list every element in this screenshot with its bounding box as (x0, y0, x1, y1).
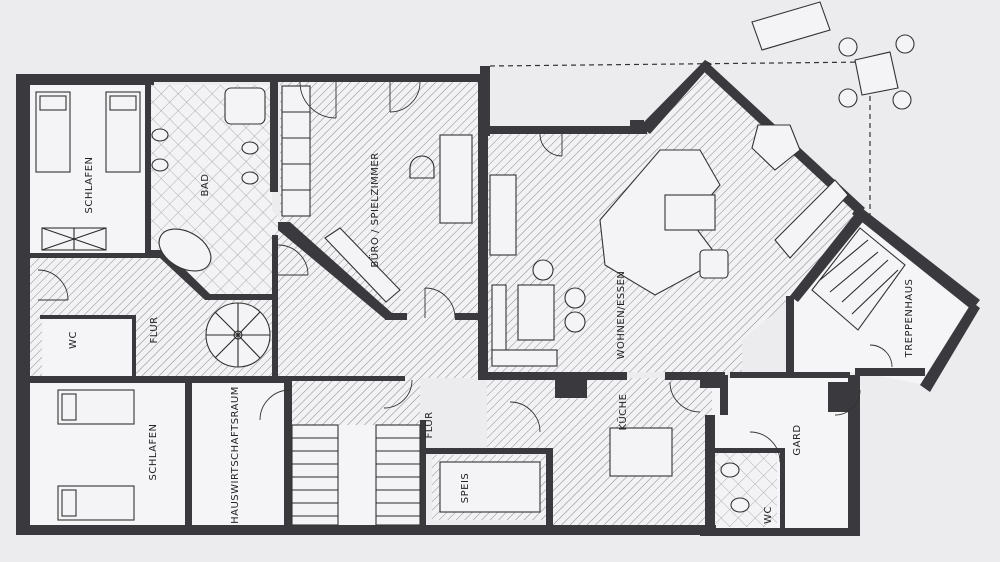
room-labels: SCHLAFEN BAD BÜRO / SPIELZIMMER FLUR WC … (68, 152, 915, 524)
label-flur-center: FLUR (424, 411, 435, 438)
label-bad: BAD (200, 174, 211, 197)
label-speis: SPEIS (460, 473, 471, 504)
label-hauswirtschaftsraum: HAUSWIRTSCHAFTSRAUM (230, 386, 241, 524)
label-flur-left: FLUR (149, 316, 160, 343)
label-wc-right: WC (763, 506, 774, 524)
label-buero: BÜRO / SPIELZIMMER (368, 152, 381, 267)
label-wohnen-essen: WOHNEN/ESSEN (616, 271, 627, 360)
label-schlafen-top: SCHLAFEN (84, 156, 95, 213)
label-gard: GARD (792, 424, 803, 455)
furniture (35, 1, 915, 526)
door-swings (37, 81, 893, 463)
label-schlafen-bottom: SCHLAFEN (148, 423, 159, 480)
label-treppenhaus: TREPPENHAUS (904, 279, 915, 359)
label-kueche: KÜCHE (616, 394, 629, 431)
label-wc-left: WC (68, 331, 79, 349)
